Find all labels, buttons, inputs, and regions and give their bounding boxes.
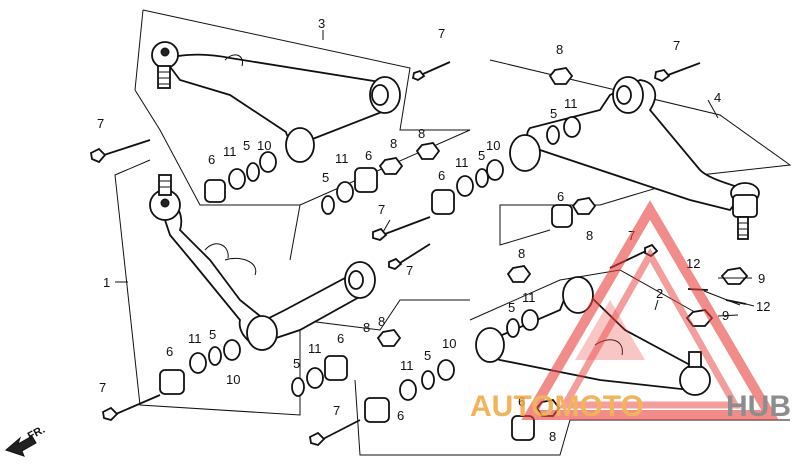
leader-lines: [115, 30, 755, 317]
callout-11: 11: [522, 290, 536, 305]
lower-right-arm: [475, 276, 711, 396]
callout-labels: 3 4 1 2 7 7 7 7 7 7 7 7 8 8 8 8 8 8 8 8 …: [97, 16, 770, 444]
front-direction-arrow: FR.: [5, 424, 47, 457]
group-frames: [114, 9, 792, 456]
callout-5: 5: [508, 300, 515, 315]
upper-left-arm: [151, 41, 401, 163]
callout-7: 7: [99, 380, 106, 395]
callout-10: 10: [442, 336, 456, 351]
callout-6: 6: [337, 331, 344, 346]
callout-5: 5: [478, 148, 485, 163]
callout-5: 5: [424, 348, 431, 363]
callout-10: 10: [486, 138, 500, 153]
callout-8: 8: [549, 429, 556, 444]
bushings: [159, 167, 573, 441]
watermark-hub: HUB: [726, 390, 791, 423]
callout-9: 9: [722, 308, 729, 323]
front-label: FR.: [26, 424, 47, 443]
callout-5: 5: [550, 106, 557, 121]
callout-8: 8: [390, 136, 397, 151]
callout-7: 7: [378, 202, 385, 217]
callout-11: 11: [308, 341, 322, 356]
callout-8: 8: [518, 246, 525, 261]
callout-11: 11: [400, 358, 414, 373]
callout-9: 9: [758, 271, 765, 286]
callout-11: 11: [564, 96, 578, 111]
callout-7: 7: [406, 263, 413, 278]
callout-5: 5: [243, 138, 250, 153]
callout-5: 5: [322, 170, 329, 185]
callout-5: 5: [293, 356, 300, 371]
callout-6: 6: [166, 344, 173, 359]
bolts: [90, 61, 701, 447]
callout-4: 4: [714, 90, 721, 105]
washers-and-spacers: [189, 116, 581, 401]
callout-6: 6: [518, 394, 525, 409]
callout-11: 11: [455, 155, 469, 170]
callout-7: 7: [438, 26, 445, 41]
callout-6: 6: [365, 148, 372, 163]
callout-8: 8: [363, 320, 370, 335]
callout-6: 6: [208, 152, 215, 167]
upper-right-arm: [509, 76, 760, 240]
callout-8: 8: [378, 314, 385, 329]
callout-8: 8: [556, 42, 563, 57]
watermark-brand: AUTOMOTO: [470, 390, 644, 423]
callout-6: 6: [397, 408, 404, 423]
callout-8: 8: [418, 126, 425, 141]
callout-11: 11: [335, 151, 349, 166]
callout-7: 7: [673, 38, 680, 53]
callout-1: 1: [103, 275, 110, 290]
watermark-logo: AUTOMOTO HUB: [470, 200, 791, 423]
callout-10: 10: [226, 372, 240, 387]
callout-5: 5: [209, 327, 216, 342]
callout-11: 11: [223, 144, 237, 159]
callout-12: 12: [756, 299, 770, 314]
callout-6: 6: [438, 168, 445, 183]
callout-3: 3: [318, 16, 325, 31]
callout-12: 12: [686, 256, 700, 271]
callout-8: 8: [586, 228, 593, 243]
callout-6: 6: [557, 189, 564, 204]
callout-11: 11: [188, 331, 202, 346]
callout-2: 2: [656, 286, 663, 301]
lower-left-arm: [149, 174, 376, 351]
callout-10: 10: [257, 138, 271, 153]
callout-7: 7: [333, 403, 340, 418]
callout-7: 7: [97, 116, 104, 131]
